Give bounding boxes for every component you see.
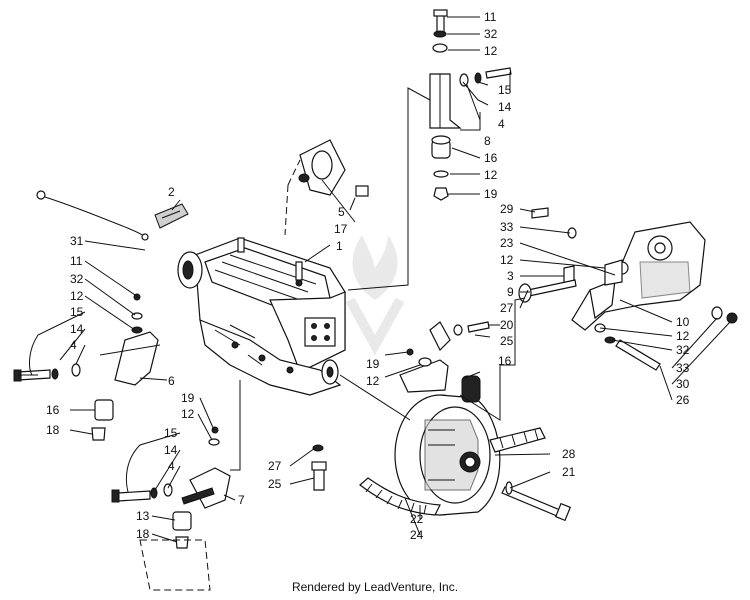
- ground-wire: [36, 190, 149, 241]
- callout-12-lower: 12: [181, 407, 195, 421]
- leader-lines: [18, 16, 731, 543]
- callout-3: 3: [507, 269, 514, 283]
- callout-14-top: 14: [498, 100, 512, 114]
- callout-18-left: 18: [46, 423, 60, 437]
- callout-32-left: 32: [70, 272, 84, 286]
- callout-12-right: 12: [500, 253, 514, 267]
- clutch-bolt: [501, 481, 572, 522]
- callout-17: 17: [334, 222, 348, 236]
- callout-25-right: 25: [500, 334, 514, 348]
- callout-33-far: 33: [676, 361, 690, 375]
- callout-15-lower: 15: [164, 426, 178, 440]
- callout-27-lower: 27: [268, 459, 282, 473]
- callout-16-center: 16: [498, 354, 512, 368]
- callout-15-left: 15: [70, 305, 84, 319]
- engine-bracket-5: [298, 139, 369, 197]
- decal-2: [154, 203, 189, 229]
- callout-11-left: 11: [70, 254, 83, 268]
- callout-28: 28: [562, 447, 576, 461]
- callout-32-top: 32: [484, 27, 498, 41]
- drive-clutch: [394, 394, 501, 516]
- callout-26: 26: [676, 393, 690, 407]
- callout-5: 5: [338, 205, 345, 219]
- callout-16-left: 16: [46, 403, 60, 417]
- callout-4-top: 4: [498, 117, 505, 131]
- callout-19-top: 19: [484, 187, 498, 201]
- callout-25-lower: 25: [268, 477, 282, 491]
- lower-mount: [111, 426, 231, 591]
- callout-29: 29: [500, 202, 514, 216]
- callout-6: 6: [168, 374, 175, 388]
- callout-13: 13: [136, 509, 150, 523]
- callout-14-left: 14: [70, 322, 84, 336]
- callout-19-center: 19: [366, 357, 380, 371]
- callout-18-lower: 18: [136, 527, 150, 541]
- callout-10: 10: [676, 315, 690, 329]
- callout-22: 22: [410, 512, 424, 526]
- callout-12-mid: 12: [484, 168, 498, 182]
- callout-8: 8: [484, 134, 491, 148]
- left-mount: [13, 293, 161, 441]
- callout-7: 7: [238, 493, 245, 507]
- callout-23: 23: [500, 236, 514, 250]
- top-mount-stack: [429, 9, 512, 201]
- callout-27-right: 27: [500, 301, 514, 315]
- callout-4-left: 4: [70, 338, 77, 352]
- engine-assembly: [177, 237, 346, 396]
- callout-31: 31: [70, 234, 84, 248]
- callout-30: 30: [676, 377, 690, 391]
- callout-9: 9: [507, 285, 514, 299]
- callout-11-top: 11: [484, 10, 497, 24]
- center-mount: [311, 321, 490, 491]
- callout-19-lower: 19: [181, 391, 195, 405]
- callout-15-top: 15: [498, 83, 512, 97]
- callout-20: 20: [500, 318, 514, 332]
- callout-4-lower: 4: [168, 459, 175, 473]
- callout-14-lower: 14: [164, 443, 178, 457]
- callout-32-far: 32: [676, 343, 690, 357]
- callout-12-top: 12: [484, 44, 498, 58]
- callout-12-center: 12: [366, 374, 380, 388]
- render-credit: Rendered by LeadVenture, Inc.: [291, 580, 459, 594]
- callout-labels: 11 32 12 15 14 4 8 16 12 19 2 5 17 1 31 …: [46, 10, 690, 542]
- callout-2: 2: [168, 185, 175, 199]
- callout-1: 1: [336, 239, 343, 253]
- callout-12-left: 12: [70, 289, 84, 303]
- watermark-logo: [345, 235, 405, 356]
- callout-33-right: 33: [500, 220, 514, 234]
- right-bracket: [518, 207, 738, 371]
- callout-12-far: 12: [676, 329, 690, 343]
- callout-24: 24: [410, 528, 424, 542]
- callout-21: 21: [562, 465, 576, 479]
- callout-16-top: 16: [484, 151, 498, 165]
